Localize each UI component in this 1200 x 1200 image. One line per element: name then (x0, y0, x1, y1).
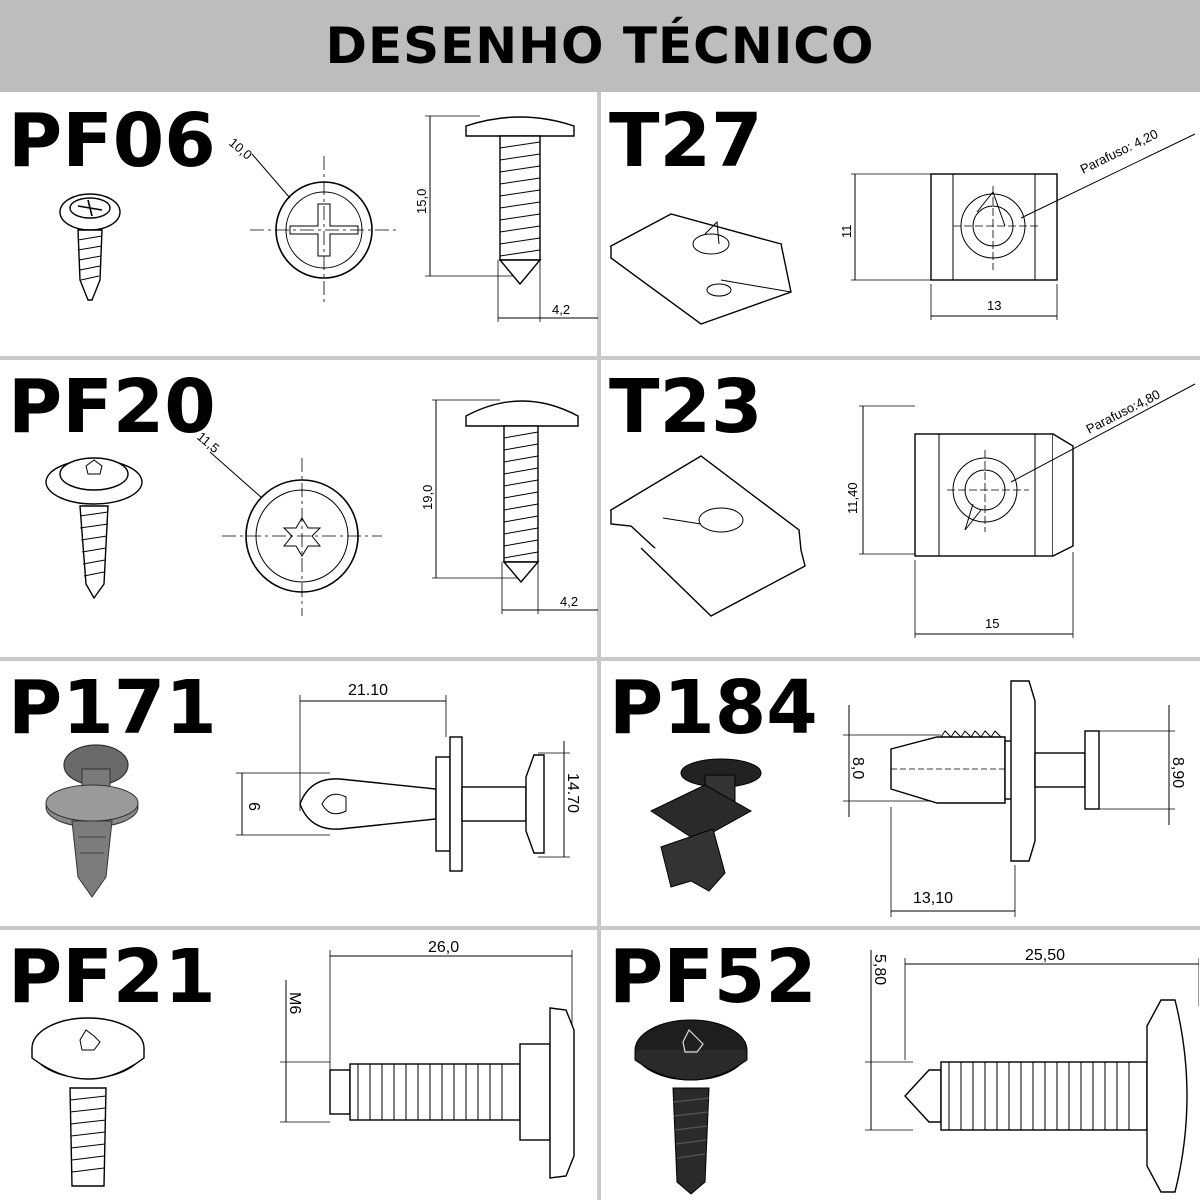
row-divider-3 (0, 926, 1200, 930)
pf06-side-view: 15,0 4,2 (414, 115, 598, 322)
svg-text:13,10: 13,10 (913, 890, 953, 907)
svg-text:26,0: 26,0 (428, 939, 459, 956)
pf20-screw-illustration (45, 457, 143, 600)
svg-text:13: 13 (987, 298, 1001, 313)
svg-text:5,80: 5,80 (871, 954, 888, 985)
part-cell-p184: P184 8,0 8,90 13,10 (601, 661, 1199, 926)
part-code: PF21 (8, 934, 216, 1020)
pf06-top-view: 10,0 (226, 135, 398, 304)
svg-text:M6: M6 (286, 992, 303, 1014)
p171-drawing: 21.10 9 14.70 (45, 682, 581, 898)
part-code: P184 (609, 665, 818, 751)
pf20-top-view: 11,5 (194, 429, 382, 616)
pf52-side-view: 25,50 5,80 (865, 947, 1199, 1193)
svg-text:19,0: 19,0 (420, 485, 435, 510)
part-code: PF20 (8, 364, 216, 450)
pf52-drawing: 25,50 5,80 (634, 947, 1199, 1195)
part-cell-pf52: PF52 25,50 5,80 (601, 930, 1199, 1200)
part-code: PF06 (8, 98, 216, 184)
part-cell-pf20: PF20 11,5 19,0 (0, 360, 598, 657)
svg-text:9: 9 (247, 802, 264, 811)
svg-text:8,90: 8,90 (1169, 757, 1186, 788)
p184-rivet-illustration (649, 758, 762, 892)
p171-rivet-illustration (45, 744, 139, 898)
svg-text:Parafuso:4,80: Parafuso:4,80 (1084, 387, 1163, 437)
header-bar: DESENHO TÉCNICO (0, 0, 1200, 92)
pf20-drawing: 11,5 19,0 4,2 (45, 399, 598, 616)
pf06-screw-illustration (59, 193, 121, 301)
row-divider-2 (0, 657, 1200, 661)
part-code: PF52 (609, 934, 817, 1020)
vertical-divider (597, 92, 601, 1200)
svg-text:15,0: 15,0 (414, 189, 429, 214)
t27-drawing: Parafuso: 4,20 11 13 (609, 126, 1196, 325)
t27-clip-illustration (609, 213, 792, 325)
svg-text:11,5: 11,5 (194, 429, 222, 456)
t23-drawing: Parafuso:4,80 11,40 15 (609, 383, 1196, 638)
pf06-drawing: 10,0 15,0 4,2 (59, 115, 598, 322)
svg-text:4,2: 4,2 (560, 594, 578, 609)
part-cell-pf06: PF06 10,0 15,0 (0, 94, 598, 356)
pf21-screw-illustration (31, 1017, 145, 1187)
svg-text:4,2: 4,2 (552, 302, 570, 317)
pf20-side-view: 19,0 4,2 (420, 399, 598, 614)
part-cell-pf21: PF21 26,0 M6 (0, 930, 598, 1200)
svg-text:8,0: 8,0 (849, 757, 866, 779)
svg-text:15: 15 (985, 616, 999, 631)
svg-text:25,50: 25,50 (1025, 947, 1065, 964)
svg-text:21.10: 21.10 (348, 682, 388, 699)
svg-text:11: 11 (839, 225, 854, 239)
part-code: T27 (609, 98, 763, 184)
part-code: T23 (609, 364, 763, 450)
t23-clip-illustration (609, 455, 806, 617)
p184-side-view: 8,0 8,90 13,10 (843, 680, 1186, 917)
row-divider-1 (0, 356, 1200, 360)
svg-text:10,0: 10,0 (226, 135, 255, 163)
svg-text:Parafuso: 4,20: Parafuso: 4,20 (1078, 126, 1161, 177)
part-code: P171 (8, 665, 217, 751)
p171-side-view: 21.10 9 14.70 (236, 682, 581, 872)
page-title: DESENHO TÉCNICO (325, 17, 875, 75)
p184-drawing: 8,0 8,90 13,10 (649, 680, 1186, 917)
svg-text:11,40: 11,40 (845, 482, 860, 514)
part-cell-t23: T23 Parafuso:4,80 11,40 (601, 360, 1199, 657)
pf52-screw-illustration (634, 1019, 748, 1195)
svg-text:14.70: 14.70 (564, 773, 581, 813)
pf21-side-view: 26,0 M6 (280, 939, 575, 1179)
part-cell-p171: P171 21.10 9 14.7 (0, 661, 598, 926)
pf21-drawing: 26,0 M6 (31, 939, 575, 1187)
t27-front-view: Parafuso: 4,20 11 13 (839, 126, 1196, 320)
t23-front-view: Parafuso:4,80 11,40 15 (845, 383, 1196, 638)
part-cell-t27: T27 Parafuso: 4,20 11 (601, 94, 1199, 356)
